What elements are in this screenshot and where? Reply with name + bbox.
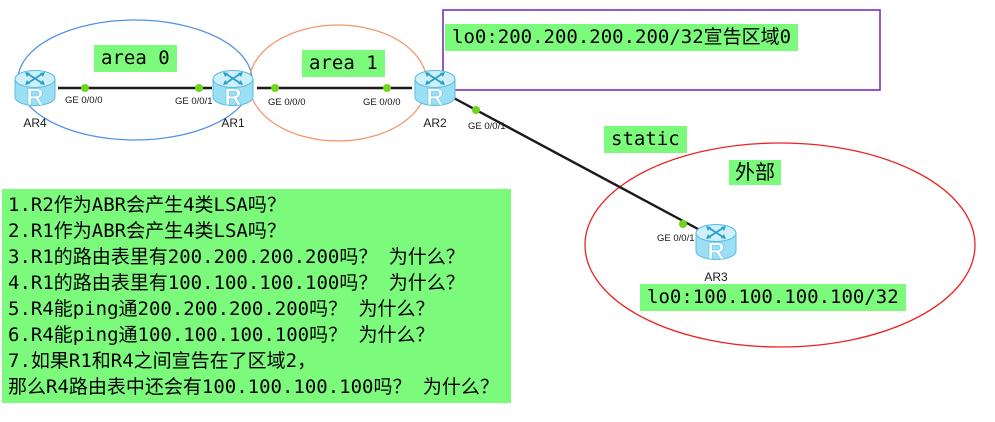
link-ar2-ar3 <box>449 94 699 231</box>
question-line: 5.R4能ping通200.200.200.200吗？ 为什么？ <box>8 298 435 320</box>
router-name-label: AR2 <box>423 116 447 130</box>
router-ar4[interactable]: R AR4 <box>11 64 59 130</box>
port-label-ar3-ge001: GE 0/0/1 <box>657 233 695 244</box>
port-label-ar1-ge001: GE 0/0/1 <box>175 96 213 107</box>
port-label-ar2-ge001: GE 0/0/1 <box>468 121 506 132</box>
port-label-ar2-ge000: GE 0/0/0 <box>363 97 401 108</box>
port-dot-ar4-ge000 <box>81 84 89 92</box>
router-ar2[interactable]: R AR2 <box>411 64 459 130</box>
static-route-label: static <box>604 126 687 153</box>
question-line: 3.R1的路由表里有200.200.200.200吗？ 为什么？ <box>8 246 465 268</box>
area1-ellipse <box>248 24 428 142</box>
router-ar1[interactable]: R AR1 <box>209 64 257 130</box>
questions-note: 1.R2作为ABR会产生4类LSA吗？ 2.R1作为ABR会产生4类LSA吗？ … <box>2 189 511 403</box>
router-icon: R <box>695 224 737 265</box>
router-letter: R <box>224 84 241 110</box>
external-area-ellipse <box>584 142 976 348</box>
question-line: 2.R1作为ABR会产生4类LSA吗？ <box>8 220 286 242</box>
router-letter: R <box>426 84 443 110</box>
router-letter: R <box>26 84 43 110</box>
question-line: 那么R4路由表中还会有100.100.100.100吗？ 为什么？ <box>8 376 499 398</box>
question-line: 7.如果R1和R4之间宣告在了区域2， <box>8 350 317 372</box>
port-dot-ar3-ge001 <box>679 220 687 228</box>
router-ar3[interactable]: R AR3 <box>692 218 740 284</box>
router-icon: R <box>14 70 56 111</box>
area1-label: area 1 <box>302 50 385 77</box>
port-dot-ar2-ge001 <box>472 106 480 114</box>
question-line: 4.R1的路由表里有100.100.100.100吗？ 为什么？ <box>8 272 465 294</box>
router-icon: R <box>212 70 254 111</box>
port-dot-ar2-ge000 <box>383 84 391 92</box>
port-label-ar4-ge000: GE 0/0/0 <box>65 95 103 106</box>
question-line: 6.R4能ping通100.100.100.100吗？ 为什么？ <box>8 324 435 346</box>
router-icon: R <box>414 70 456 111</box>
port-label-ar1-ge000: GE 0/0/0 <box>268 97 306 108</box>
port-dot-ar1-ge000 <box>271 84 279 92</box>
area0-label: area 0 <box>94 45 177 72</box>
router-name-label: AR3 <box>704 270 728 284</box>
lo0-r3-label: lo0:100.100.100.100/32 <box>640 284 906 311</box>
lo0-r2-label: lo0:200.200.200.200/32宣告区域0 <box>445 24 799 51</box>
note-box-outline <box>442 9 881 91</box>
router-name-label: AR4 <box>23 116 47 130</box>
port-dot-ar1-ge001 <box>195 84 203 92</box>
router-letter: R <box>707 238 724 264</box>
external-area-label: 外部 <box>729 160 781 185</box>
question-line: 1.R2作为ABR会产生4类LSA吗？ <box>8 194 286 216</box>
router-name-label: AR1 <box>221 116 245 130</box>
